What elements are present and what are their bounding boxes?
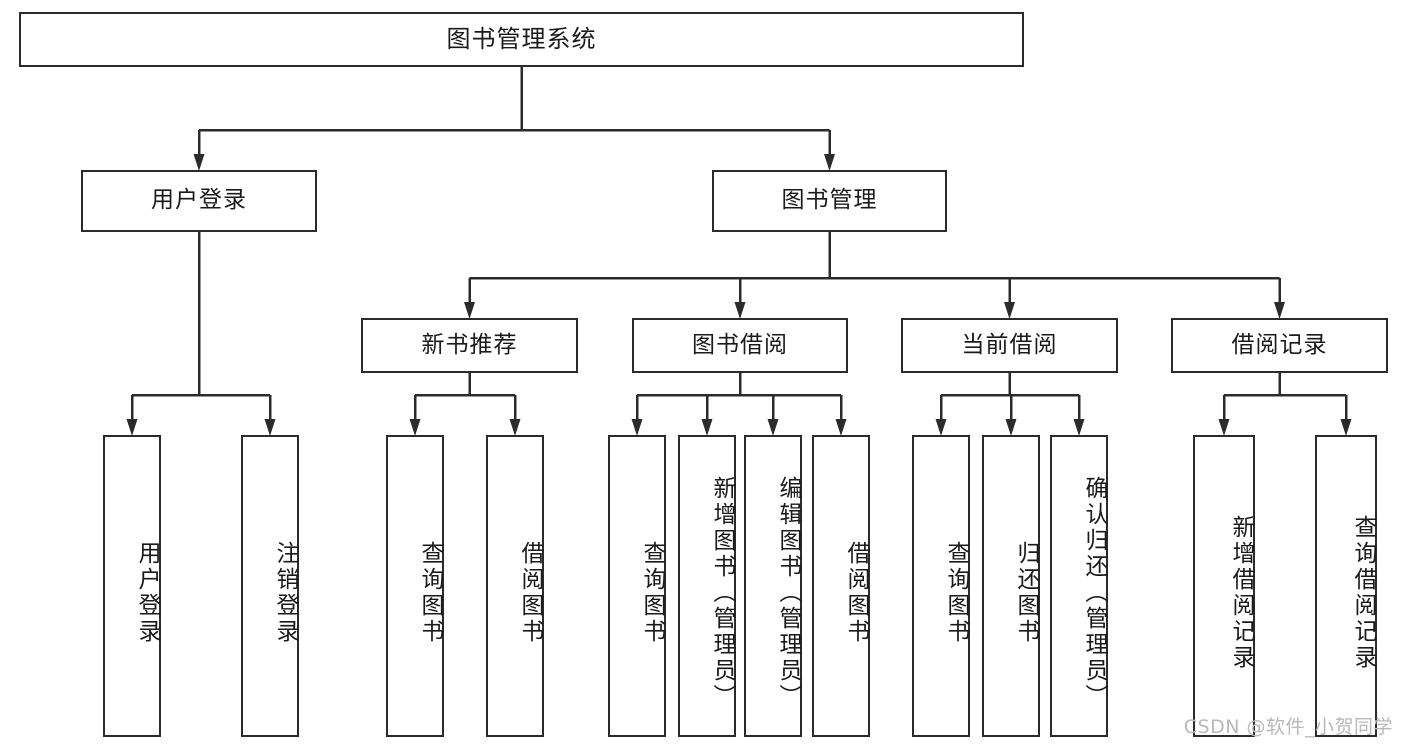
- node-label: 当前借阅: [961, 331, 1058, 358]
- node-label: 图书借阅: [692, 331, 788, 358]
- node-label: 归还图书: [1013, 541, 1039, 645]
- node-current[interactable]: 当前借阅: [901, 318, 1118, 373]
- node-label: 用户登录: [151, 187, 247, 214]
- node-bookmgmt[interactable]: 图书管理: [712, 170, 947, 232]
- watermark-label: CSDN @软件_小贺同学: [1183, 716, 1393, 738]
- node-label: 注销登录: [272, 541, 298, 645]
- node-label: 查询图书: [417, 541, 443, 645]
- node-n_borrow[interactable]: 借阅图书: [486, 435, 544, 737]
- node-label: 查询借阅记录: [1350, 515, 1376, 671]
- node-l_logout[interactable]: 注销登录: [241, 435, 299, 737]
- node-label: 借阅记录: [1231, 331, 1328, 358]
- node-label: 图书管理系统: [446, 25, 597, 54]
- node-label: 查询图书: [943, 541, 969, 645]
- node-b_edit[interactable]: 编辑图书（管理员）: [744, 435, 802, 737]
- node-root[interactable]: 图书管理系统: [19, 12, 1024, 67]
- node-label: 借阅图书: [517, 541, 543, 645]
- node-label: 确认归还（管理员）: [1081, 476, 1107, 710]
- node-label: 查询图书: [639, 541, 665, 645]
- node-label: 新增借阅记录: [1228, 515, 1254, 671]
- node-c_return[interactable]: 归还图书: [982, 435, 1040, 737]
- node-records[interactable]: 借阅记录: [1171, 318, 1388, 373]
- node-r_query[interactable]: 查询借阅记录: [1315, 435, 1377, 737]
- node-r_add[interactable]: 新增借阅记录: [1193, 435, 1255, 737]
- node-b_lend[interactable]: 借阅图书: [812, 435, 870, 737]
- node-label: 用户登录: [134, 541, 160, 645]
- node-login[interactable]: 用户登录: [81, 170, 317, 232]
- node-label: 借阅图书: [843, 541, 869, 645]
- node-label: 新书推荐: [421, 331, 518, 358]
- node-newbook[interactable]: 新书推荐: [361, 318, 578, 373]
- node-l_login[interactable]: 用户登录: [103, 435, 161, 737]
- node-label: 新增图书（管理员）: [709, 476, 735, 710]
- node-c_query[interactable]: 查询图书: [912, 435, 970, 737]
- node-b_query[interactable]: 查询图书: [608, 435, 666, 737]
- node-c_confirm[interactable]: 确认归还（管理员）: [1050, 435, 1108, 737]
- node-label: 编辑图书（管理员）: [775, 476, 801, 710]
- node-n_query[interactable]: 查询图书: [386, 435, 444, 737]
- node-label: 图书管理: [781, 187, 878, 214]
- node-b_add[interactable]: 新增图书（管理员）: [678, 435, 736, 737]
- node-borrow[interactable]: 图书借阅: [632, 318, 848, 373]
